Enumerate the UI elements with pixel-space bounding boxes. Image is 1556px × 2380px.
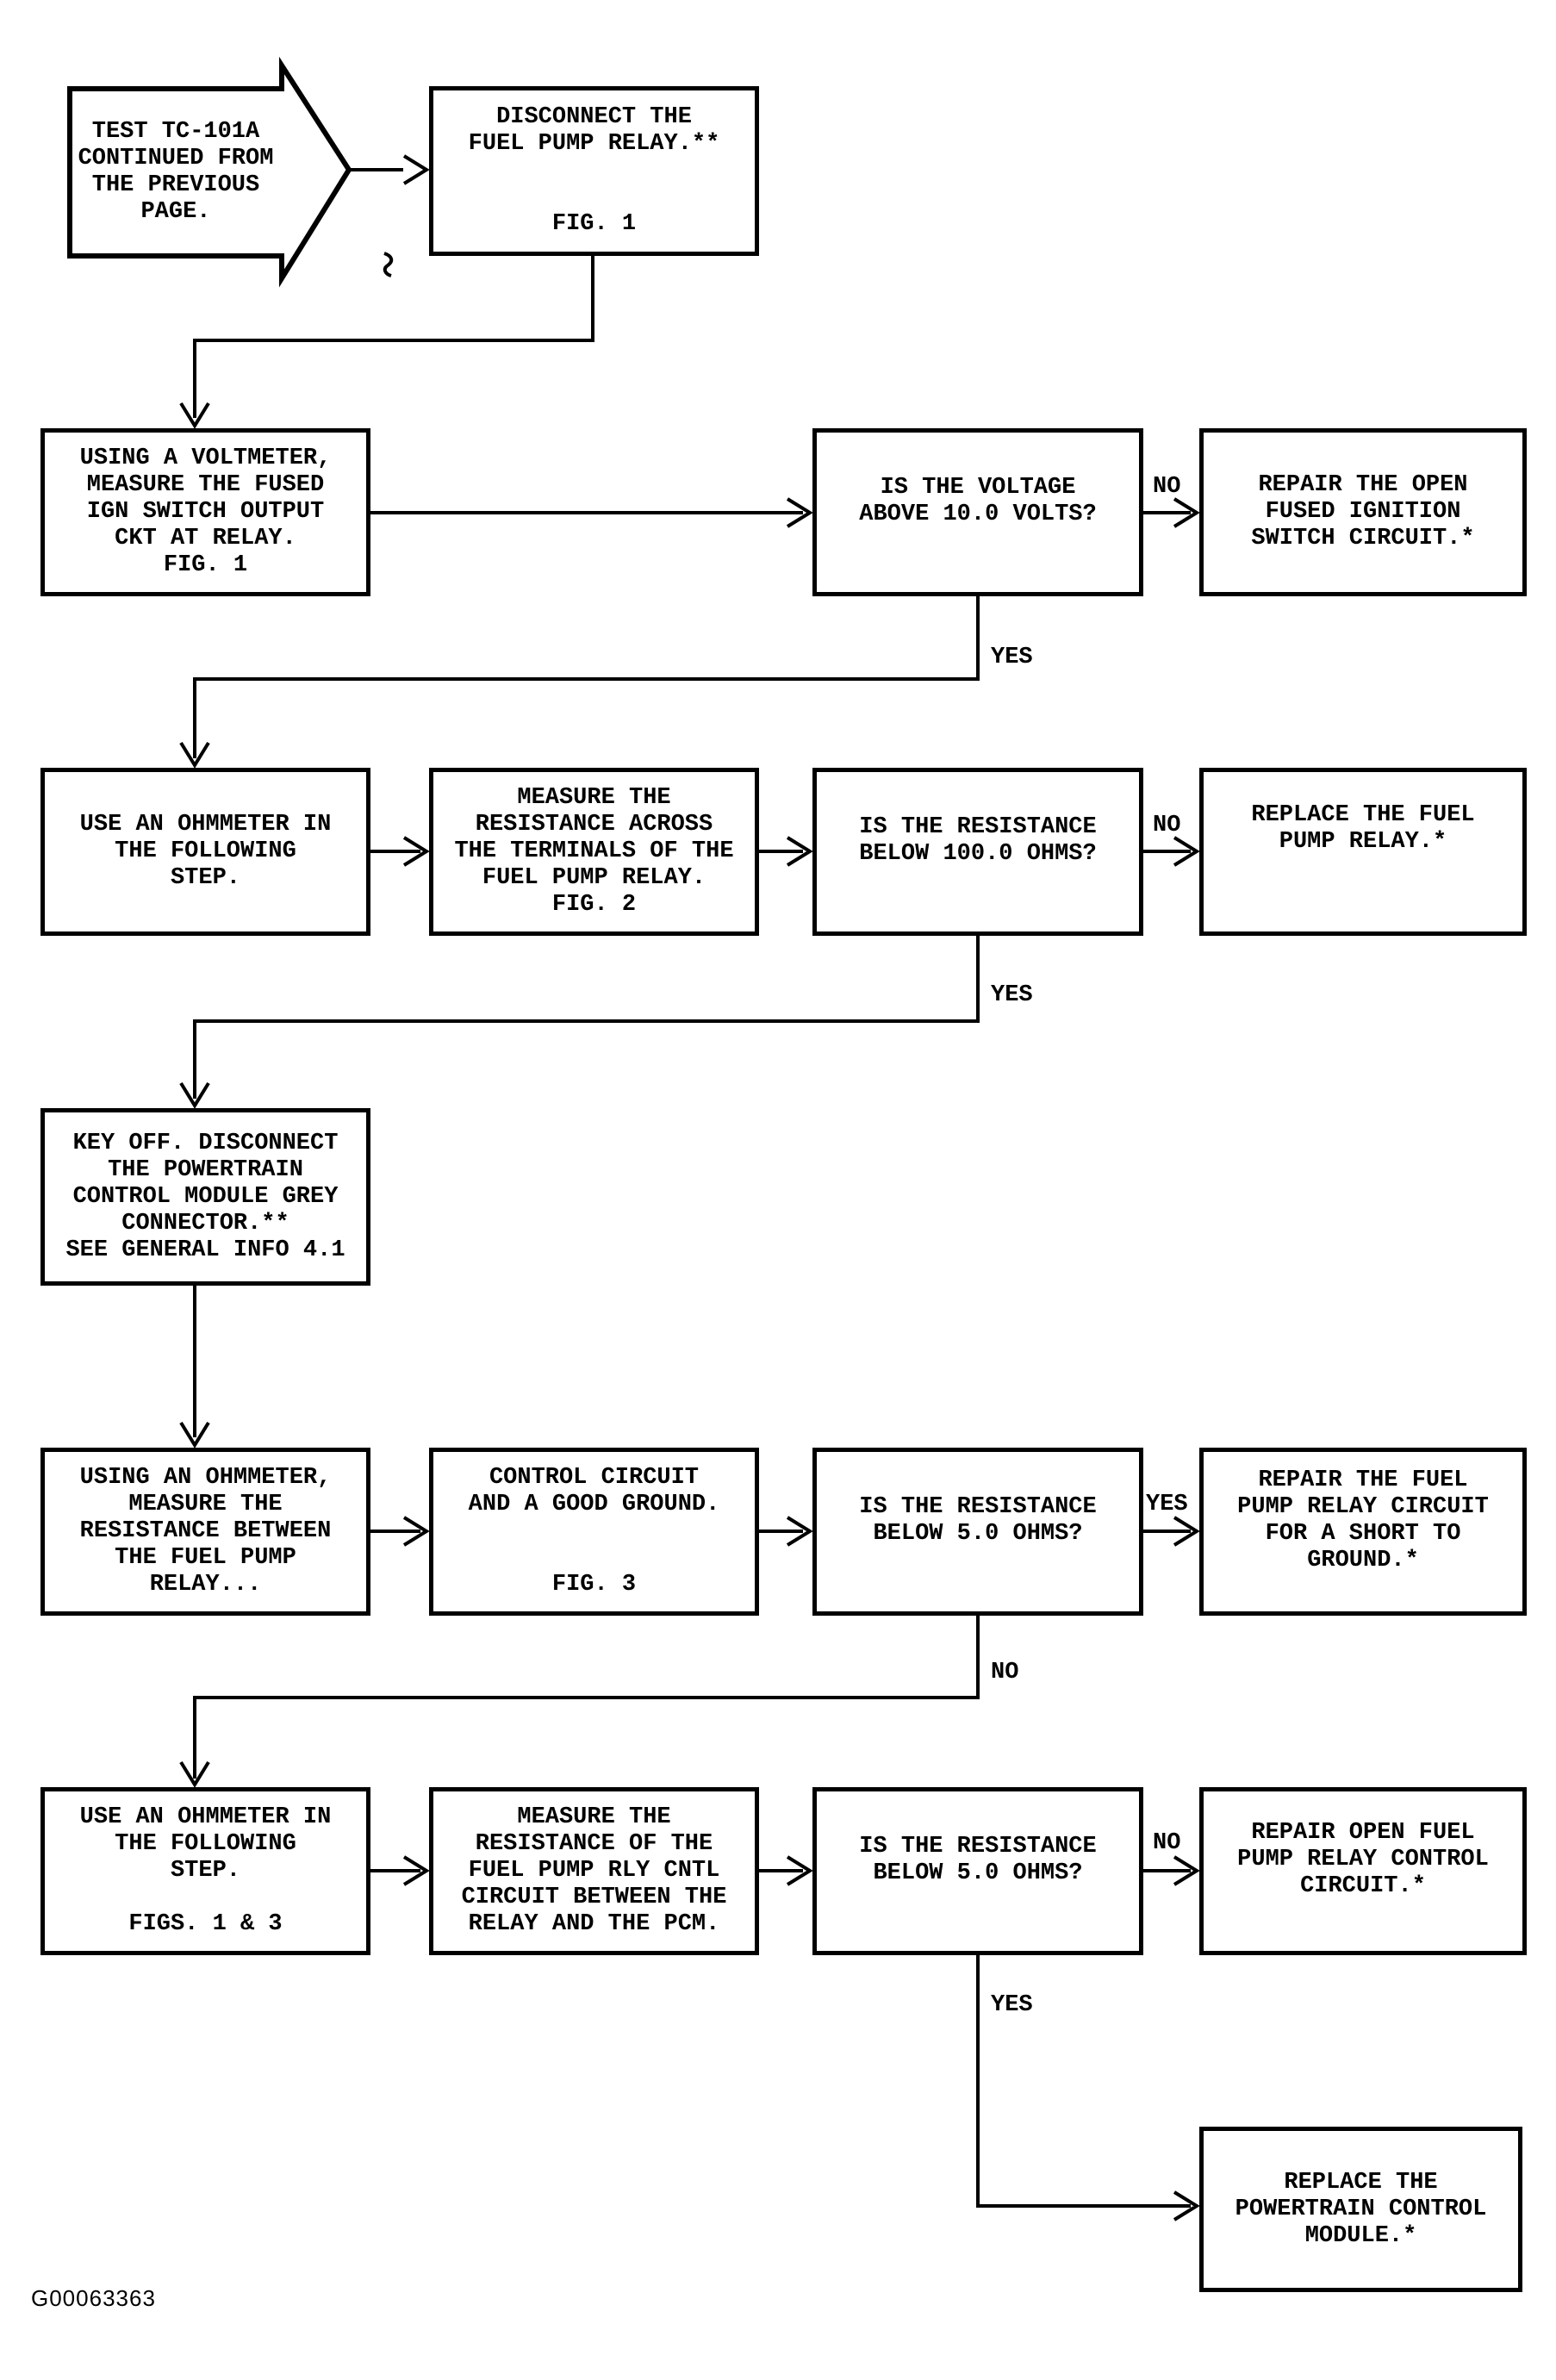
node-disconnect-fuel-pump-relay: DISCONNECT THE FUEL PUMP RELAY.** FIG. 1 xyxy=(429,86,759,256)
edge-label-no-open-circuit: NO xyxy=(1153,1830,1181,1856)
node-decision-resistance-below-5-a: IS THE RESISTANCE BELOW 5.0 OHMS? xyxy=(812,1448,1143,1616)
node-repair-ignition-circuit-text: REPAIR THE OPEN FUSED IGNITION SWITCH CI… xyxy=(1251,472,1475,551)
offpage-arrow-shape xyxy=(67,56,352,288)
node-replace-pcm: REPLACE THE POWERTRAIN CONTROL MODULE.* xyxy=(1199,2127,1522,2292)
node-measure-rly-cntl-circuit-text: MEASURE THE RESISTANCE OF THE FUEL PUMP … xyxy=(461,1804,727,1937)
node-start: TEST TC-101A CONTINUED FROM THE PREVIOUS… xyxy=(76,89,276,256)
node-repair-open-control-circuit: REPAIR OPEN FUEL PUMP RELAY CONTROL CIRC… xyxy=(1199,1787,1527,1955)
edge-label-yes-short-ground: YES xyxy=(1146,1492,1188,1517)
node-decision-resistance-below-5-b: IS THE RESISTANCE BELOW 5.0 OHMS? xyxy=(812,1787,1143,1955)
node-repair-short-to-ground: REPAIR THE FUEL PUMP RELAY CIRCUIT FOR A… xyxy=(1199,1448,1527,1616)
node-use-ohmmeter-1: USE AN OHMMETER IN THE FOLLOWING STEP. xyxy=(40,768,370,936)
node-measure-between-relay-text: USING AN OHMMETER, MEASURE THE RESISTANC… xyxy=(79,1465,332,1598)
edge-label-no-resistance-100: NO xyxy=(1153,813,1181,838)
node-decision-resistance-below-5-a-text: IS THE RESISTANCE BELOW 5.0 OHMS? xyxy=(859,1493,1097,1547)
edge-label-yes-resistance-100: YES xyxy=(991,982,1033,1008)
node-replace-pcm-text: REPLACE THE POWERTRAIN CONTROL MODULE.* xyxy=(1235,2169,1487,2249)
edge-label-no-voltage: NO xyxy=(1153,474,1181,500)
node-measure-relay-resistance: MEASURE THE RESISTANCE ACROSS THE TERMIN… xyxy=(429,768,759,936)
node-repair-short-to-ground-text: REPAIR THE FUEL PUMP RELAY CIRCUIT FOR A… xyxy=(1237,1467,1489,1573)
figure-id-label: G00063363 xyxy=(31,2285,156,2311)
node-decision-voltage-above-10-text: IS THE VOLTAGE ABOVE 10.0 VOLTS? xyxy=(859,474,1097,527)
node-measure-voltage: USING A VOLTMETER, MEASURE THE FUSED IGN… xyxy=(40,428,370,596)
node-control-circuit-ground-text: CONTROL CIRCUIT AND A GOOD GROUND. FIG. … xyxy=(468,1465,720,1598)
arrowheads xyxy=(179,154,1200,2221)
node-repair-open-control-circuit-text: REPAIR OPEN FUEL PUMP RELAY CONTROL CIRC… xyxy=(1237,1820,1489,1899)
node-measure-between-relay: USING AN OHMMETER, MEASURE THE RESISTANC… xyxy=(40,1448,370,1616)
node-key-off-disconnect-pcm: KEY OFF. DISCONNECT THE POWERTRAIN CONTR… xyxy=(40,1108,370,1286)
edge-label-yes-voltage: YES xyxy=(991,645,1033,670)
node-decision-resistance-below-100-text: IS THE RESISTANCE BELOW 100.0 OHMS? xyxy=(859,813,1097,867)
node-key-off-disconnect-pcm-text: KEY OFF. DISCONNECT THE POWERTRAIN CONTR… xyxy=(65,1130,345,1263)
node-control-circuit-ground: CONTROL CIRCUIT AND A GOOD GROUND. FIG. … xyxy=(429,1448,759,1616)
node-decision-resistance-below-5-b-text: IS THE RESISTANCE BELOW 5.0 OHMS? xyxy=(859,1833,1097,1886)
node-decision-voltage-above-10: IS THE VOLTAGE ABOVE 10.0 VOLTS? xyxy=(812,428,1143,596)
scan-squiggle xyxy=(383,252,394,277)
node-replace-fuel-pump-relay: REPLACE THE FUEL PUMP RELAY.* xyxy=(1199,768,1527,936)
node-use-ohmmeter-2: USE AN OHMMETER IN THE FOLLOWING STEP. F… xyxy=(40,1787,370,1955)
edge-label-no-short-ground: NO xyxy=(991,1660,1019,1685)
node-use-ohmmeter-1-text: USE AN OHMMETER IN THE FOLLOWING STEP. xyxy=(79,812,332,891)
edge-label-yes-replace-pcm: YES xyxy=(991,1992,1033,2018)
node-decision-resistance-below-100: IS THE RESISTANCE BELOW 100.0 OHMS? xyxy=(812,768,1143,936)
node-use-ohmmeter-2-text: USE AN OHMMETER IN THE FOLLOWING STEP. F… xyxy=(79,1804,332,1937)
node-measure-relay-resistance-text: MEASURE THE RESISTANCE ACROSS THE TERMIN… xyxy=(454,785,734,918)
node-measure-rly-cntl-circuit: MEASURE THE RESISTANCE OF THE FUEL PUMP … xyxy=(429,1787,759,1955)
node-disconnect-fuel-pump-relay-text: DISCONNECT THE FUEL PUMP RELAY.** FIG. 1 xyxy=(468,104,720,237)
connector-lines xyxy=(193,168,1191,2208)
node-start-text: TEST TC-101A CONTINUED FROM THE PREVIOUS… xyxy=(78,119,274,225)
node-repair-ignition-circuit: REPAIR THE OPEN FUSED IGNITION SWITCH CI… xyxy=(1199,428,1527,596)
node-measure-voltage-text: USING A VOLTMETER, MEASURE THE FUSED IGN… xyxy=(79,445,332,578)
node-replace-fuel-pump-relay-text: REPLACE THE FUEL PUMP RELAY.* xyxy=(1251,801,1475,855)
